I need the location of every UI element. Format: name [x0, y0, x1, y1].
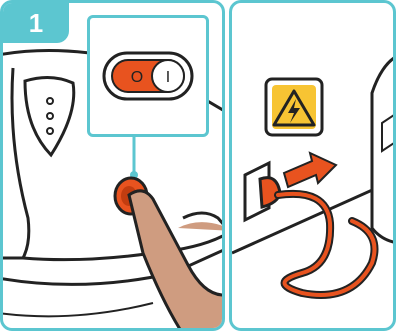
switch-zoom-callout: O I: [87, 15, 209, 137]
step-panel-unplug: [229, 0, 396, 331]
step-number-badge: 1: [3, 3, 69, 43]
rocker-switch: O I: [90, 18, 206, 134]
unplug-arrow-icon: [284, 153, 336, 187]
step-panel-press-switch: 1 O I: [0, 0, 225, 331]
appliance-base-shadow: [3, 303, 153, 316]
switch-off-label: O: [131, 69, 143, 86]
unplug-illustration: [232, 3, 396, 331]
switch-on-label: I: [166, 69, 170, 86]
